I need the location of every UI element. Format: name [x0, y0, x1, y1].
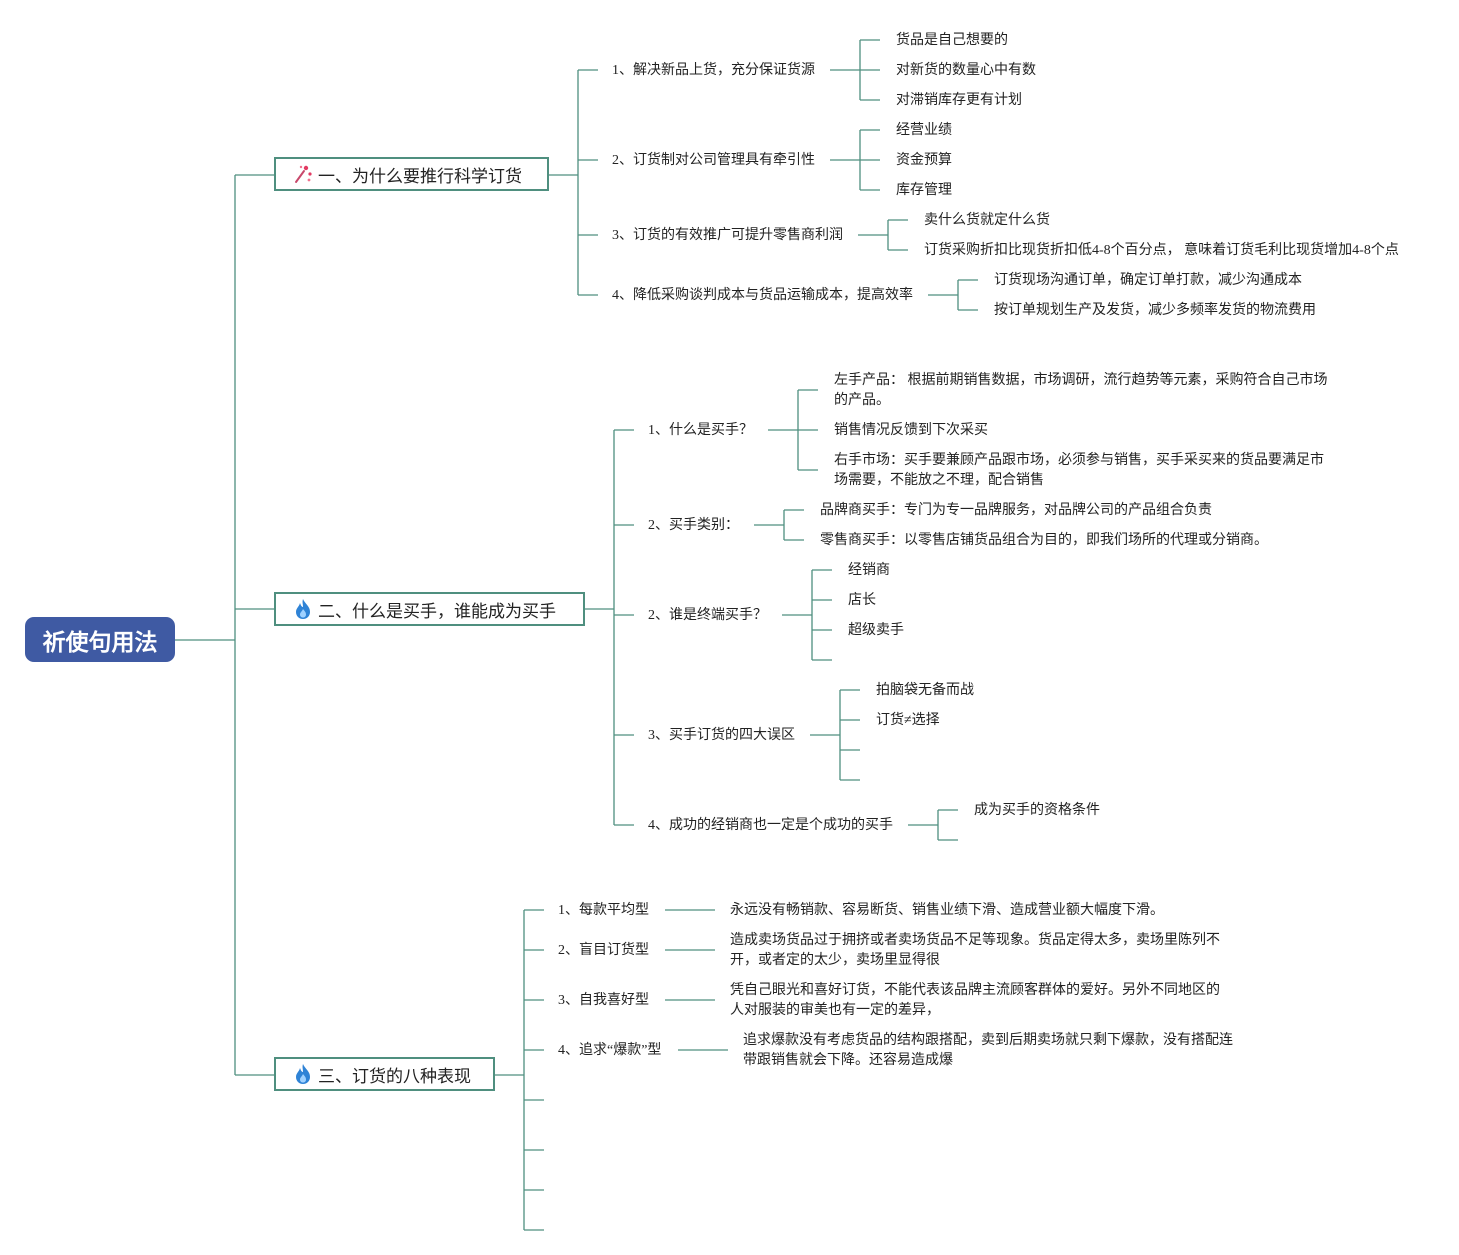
branch-label: 一、为什么要推行科学订货 [318, 166, 522, 187]
branch-label: 二、什么是买手，谁能成为买手 [318, 601, 556, 622]
fire-icon [296, 1064, 310, 1084]
leaf-text[interactable]: 订货≠选择 [876, 713, 940, 728]
item-label[interactable]: 4、成功的经销商也一定是个成功的买手 [648, 818, 893, 833]
leaf-text[interactable]: 卖什么货就定什么货 [924, 213, 1050, 228]
branch-why-scientific-ordering[interactable]: 一、为什么要推行科学订货 [274, 157, 549, 191]
branch3-connector [495, 909, 544, 1231]
item-label[interactable]: 3、买手订货的四大误区 [648, 728, 795, 743]
leaf-text[interactable]: 资金预算 [896, 153, 952, 168]
item-label[interactable]: 4、追求“爆款”型 [558, 1043, 662, 1058]
item-connector [928, 279, 978, 311]
leaf-text[interactable]: 订货采购折扣比现货折扣低4-8个百分点， 意味着订货毛利比现货增加4-8个点 [924, 243, 1399, 258]
leaf-text[interactable]: 成为买手的资格条件 [974, 803, 1100, 818]
root-topic[interactable]: 祈使句用法 [25, 617, 175, 662]
item-label[interactable]: 1、解决新品上货，充分保证货源 [612, 63, 815, 78]
leaf-text[interactable]: 经营业绩 [896, 123, 952, 138]
item-label[interactable]: 1、每款平均型 [558, 903, 649, 918]
leaf-text[interactable]: 左手产品： 根据前期销售数据，市场调研，流行趋势等元素，采购符合自己市场的产品。 [834, 373, 1328, 408]
branch-label: 三、订货的八种表现 [318, 1066, 471, 1087]
branch-what-is-buyer[interactable]: 二、什么是买手，谁能成为买手 [274, 592, 585, 626]
leaf-text[interactable]: 零售商买手：以零售店铺货品组合为目的，即我们场所的代理或分销商。 [820, 533, 1268, 548]
item-label[interactable]: 4、降低采购谈判成本与货品运输成本，提高效率 [612, 288, 913, 303]
item-label[interactable]: 2、盲目订货型 [558, 943, 649, 958]
leaf-text[interactable]: 销售情况反馈到下次采买 [834, 423, 988, 438]
leaf-text[interactable]: 追求爆款没有考虑货品的结构跟搭配，卖到后期卖场就只剩下爆款，没有搭配连带跟销售就… [743, 1033, 1233, 1068]
leaf-text[interactable]: 超级卖手 [848, 623, 904, 638]
leaf-text[interactable]: 按订单规划生产及发货，减少多频率发货的物流费用 [994, 303, 1316, 318]
leaf-text[interactable]: 库存管理 [896, 183, 952, 198]
leaf-text[interactable]: 永远没有畅销款、容易断货、销售业绩下滑、造成营业额大幅度下滑。 [730, 903, 1164, 918]
branch1-connector [549, 69, 598, 296]
root-connector [175, 174, 274, 1076]
item-label[interactable]: 2、订货制对公司管理具有牵引性 [612, 153, 815, 168]
leaf-text[interactable]: 右手市场：买手要兼顾产品跟市场，必须参与销售，买手采买来的货品要满足市场需要，不… [834, 453, 1324, 488]
item-connector [782, 569, 832, 661]
item-connector [754, 509, 804, 541]
leaf-text[interactable]: 品牌商买手：专门为专一品牌服务，对品牌公司的产品组合负责 [820, 503, 1212, 518]
item-connector [908, 809, 958, 841]
item-connector [830, 129, 880, 191]
sparkle-icon [295, 165, 312, 183]
leaf-text[interactable]: 货品是自己想要的 [896, 33, 1008, 48]
item-connector [830, 39, 880, 101]
branch2-connector [585, 429, 634, 826]
leaf-text[interactable]: 拍脑袋无备而战 [876, 683, 974, 698]
leaf-text[interactable]: 店长 [848, 593, 876, 608]
item-label[interactable]: 2、买手类别： [648, 518, 739, 533]
item-connector [768, 389, 818, 471]
leaf-text[interactable]: 经销商 [848, 563, 890, 578]
item-label[interactable]: 3、自我喜好型 [558, 993, 649, 1008]
leaf-text[interactable]: 订货现场沟通订单，确定订单打款，减少沟通成本 [994, 273, 1302, 288]
item-label[interactable]: 3、订货的有效推广可提升零售商利润 [612, 228, 843, 243]
item-connector [858, 219, 908, 251]
item-connector [810, 689, 860, 781]
leaf-text[interactable]: 对新货的数量心中有数 [896, 63, 1036, 78]
branch-eight-ordering-types[interactable]: 三、订货的八种表现 [274, 1057, 495, 1091]
item-label[interactable]: 2、谁是终端买手？ [648, 608, 767, 623]
leaf-text[interactable]: 造成卖场货品过于拥挤或者卖场货品不足等现象。货品定得太多，卖场里陈列不开，或者定… [730, 933, 1220, 968]
fire-icon [296, 599, 310, 619]
leaf-text[interactable]: 对滞销库存更有计划 [896, 93, 1022, 108]
leaf-text[interactable]: 凭自己眼光和喜好订货，不能代表该品牌主流顾客群体的爱好。另外不同地区的人对服装的… [730, 983, 1220, 1018]
item-label[interactable]: 1、什么是买手？ [648, 423, 753, 438]
